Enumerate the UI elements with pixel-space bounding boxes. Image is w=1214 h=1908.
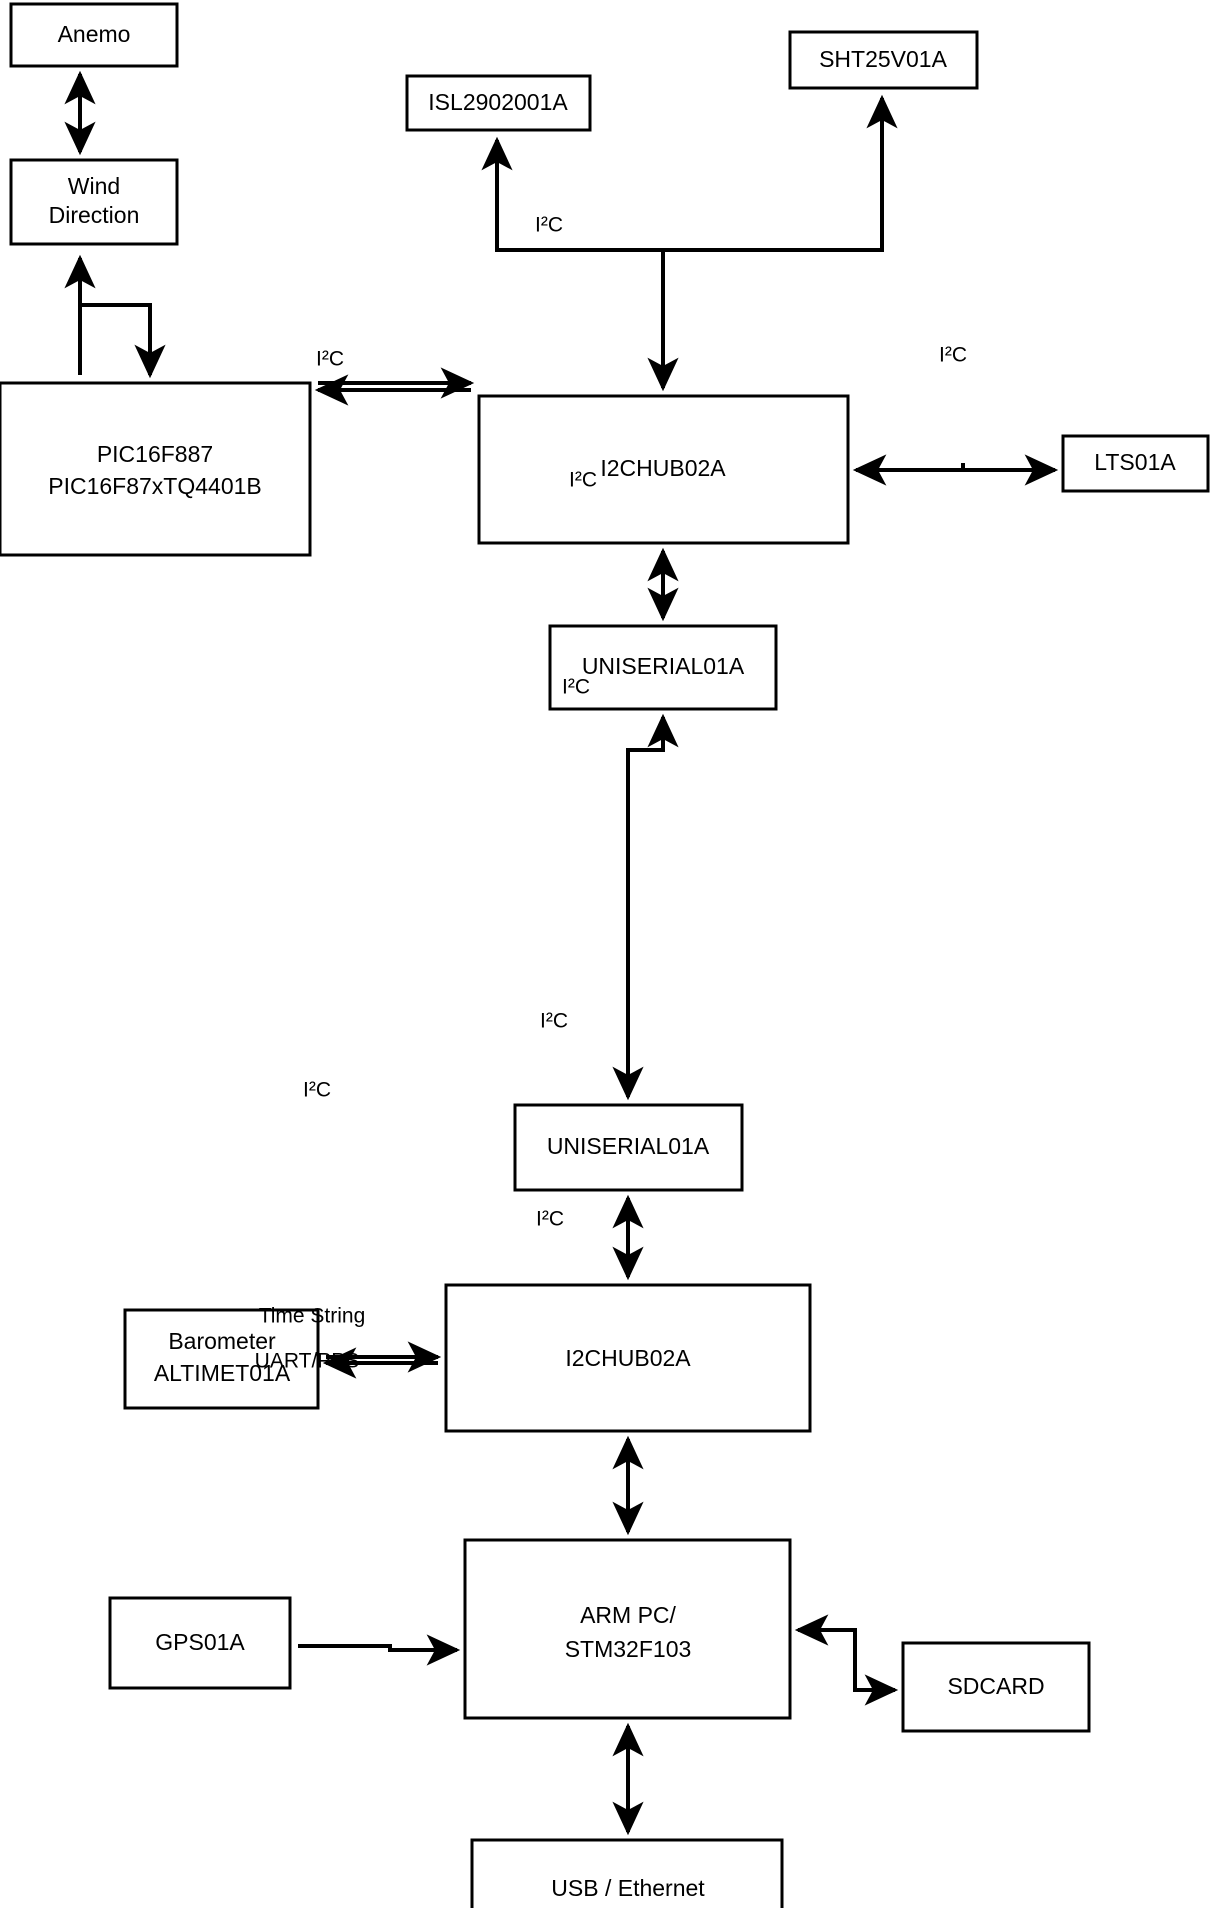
node-uniserial01a-lower-label: UNISERIAL01A — [547, 1133, 710, 1159]
node-anemo[interactable]: Anemo — [9, 2, 179, 68]
label-time-string: Time String — [259, 1305, 366, 1328]
node-uniserial01a-upper[interactable]: UNISERIAL01A — [548, 624, 778, 711]
label-i2c-hub-uniserial: I²C — [569, 469, 597, 492]
edge-uniup-unidn-up — [626, 713, 679, 900]
edge-layer — [64, 70, 1059, 1836]
node-uniserial01a-lower[interactable]: UNISERIAL01A — [513, 1103, 744, 1192]
edge-wind-pic — [80, 303, 166, 379]
node-i2chub02a-top[interactable]: I2CHUB02A — [477, 394, 850, 545]
label-i2c-hub-lts: I²C — [939, 344, 967, 367]
node-barometer-altimet01a[interactable]: Barometer ALTIMET01A — [123, 1308, 320, 1410]
edge-gps-arm — [298, 1634, 461, 1666]
node-lts01a[interactable]: LTS01A — [1061, 434, 1210, 493]
node-wind-direction-label-line2: Direction — [49, 202, 140, 228]
node-i2chub02a-bottom-label: I2CHUB02A — [565, 1345, 691, 1371]
node-barometer-label-line1: Barometer — [168, 1328, 276, 1354]
node-wind-direction-label-line1: Wind — [68, 173, 120, 199]
edge-sdcard-arm — [794, 1614, 857, 1690]
node-sdcard[interactable]: SDCARD — [901, 1641, 1091, 1733]
edge-hub-lts-left — [852, 454, 965, 486]
node-i2chub02a-top-label: I2CHUB02A — [600, 455, 726, 481]
node-anemo-label: Anemo — [58, 21, 131, 47]
node-isl2902001a-label: ISL2902001A — [428, 89, 568, 115]
label-i2c-hub-arm: I²C — [536, 1208, 564, 1231]
node-arm-pc-label-line2: STM32F103 — [565, 1636, 692, 1662]
node-barometer-label-line2: ALTIMET01A — [154, 1360, 291, 1386]
node-pic16f887-label-line1: PIC16F887 — [97, 441, 213, 467]
label-i2c-uniserial-uniserial: I²C — [562, 676, 590, 699]
node-sdcard-label: SDCARD — [947, 1673, 1044, 1699]
node-wind-direction[interactable]: Wind Direction — [9, 158, 179, 246]
node-i2chub02a-bottom[interactable]: I2CHUB02A — [444, 1283, 812, 1433]
node-gps01a[interactable]: GPS01A — [108, 1596, 292, 1690]
label-uart-pps: UART/PPS — [255, 1350, 360, 1373]
edge-arm-sdcard — [853, 1636, 899, 1706]
node-gps01a-label: GPS01A — [155, 1629, 245, 1655]
node-isl2902001a[interactable]: ISL2902001A — [405, 74, 592, 132]
node-lts01a-label: LTS01A — [1094, 449, 1176, 475]
node-arm-pc-stm32f103[interactable]: ARM PC/ STM32F103 — [463, 1538, 792, 1720]
label-i2c-barometer-hub: I²C — [303, 1079, 331, 1102]
label-i2c-bus-top: I²C — [535, 214, 563, 237]
node-usb-ethernet-label: USB / Ethernet — [551, 1875, 705, 1901]
label-i2c-uniserial-hub-bottom: I²C — [540, 1010, 568, 1033]
node-pic16f887-label-line2: PIC16F87xTQ4401B — [48, 473, 262, 499]
node-pic16f887[interactable]: PIC16F887 PIC16F87xTQ4401B — [0, 381, 312, 557]
edge-label-layer: I²C I²C I²C I²C I²C I²C I²C I²C Time Str… — [255, 214, 967, 1373]
node-usb-ethernet[interactable]: USB / Ethernet — [470, 1838, 784, 1908]
label-i2c-pic-hub: I²C — [316, 348, 344, 371]
node-uniserial01a-upper-label: UNISERIAL01A — [582, 653, 745, 679]
node-sht25v01a[interactable]: SHT25V01A — [788, 30, 979, 90]
node-sht25v01a-label: SHT25V01A — [819, 46, 948, 72]
node-arm-pc-label-line1: ARM PC/ — [580, 1602, 676, 1628]
